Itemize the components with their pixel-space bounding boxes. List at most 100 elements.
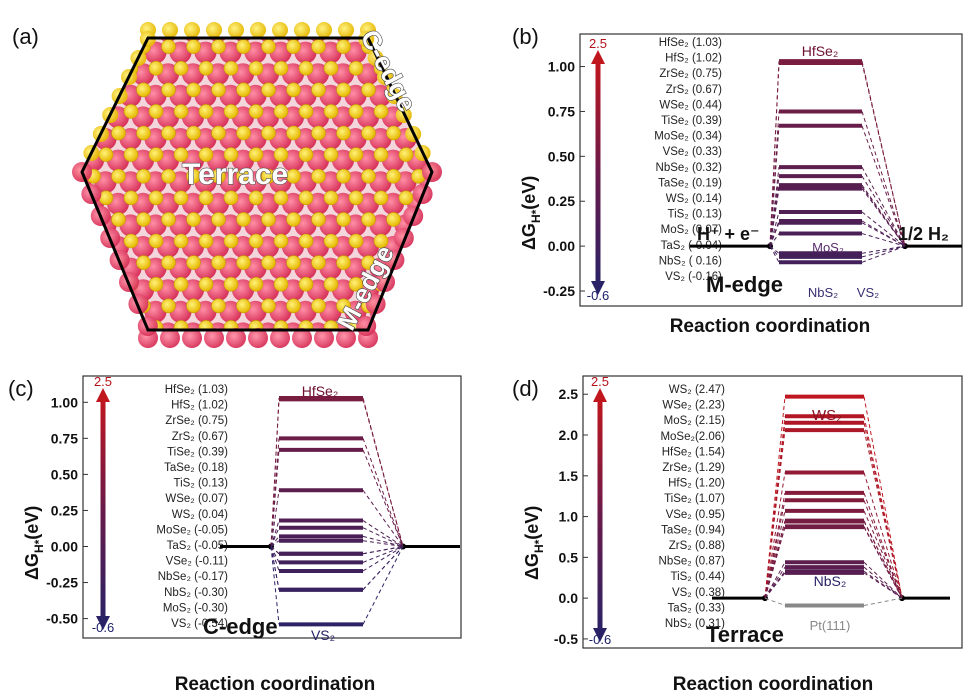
panel-c-yticks: 1.000.750.500.250.00-0.25-0.50 <box>46 394 88 627</box>
panel-c-legend: HfSe₂ (1.03)HfS₂ (1.02)ZrSe₂ (0.75)ZrS₂ … <box>156 384 228 630</box>
energy-level-bar-connector-left <box>769 220 780 247</box>
energy-level-bar-connector-left <box>270 527 280 547</box>
colorbar-arrow-up <box>96 388 110 402</box>
panel-d-levels <box>712 394 950 608</box>
legend-entry: MoSe₂ (-0.05) <box>156 524 228 536</box>
colorbar-max-label: 2.5 <box>589 36 607 51</box>
panel-a: (a) C-edge Terrace M-edge <box>12 22 442 348</box>
legend-entry: VSe₂ (0.95) <box>666 509 726 521</box>
legend-entry: TiS₂ (0.13) <box>667 209 722 221</box>
ytick-label: 0.5 <box>559 549 579 565</box>
ytick-label: 0.50 <box>548 148 575 164</box>
atomic-lattice-image <box>72 22 442 348</box>
colorbar-gradient <box>595 60 601 285</box>
panel-d-corner-label: Terrace <box>706 622 784 647</box>
legend-entry: TaSe₂ (0.18) <box>164 462 228 474</box>
ytick-label: 1.00 <box>51 394 78 410</box>
panel-d-frame <box>582 375 963 649</box>
colorbar-max-label: 2.5 <box>591 374 609 389</box>
energy-level-bar-connector-right <box>861 111 906 247</box>
legend-entry: TiS₂ (0.44) <box>670 571 725 583</box>
ytick-label: -0.5 <box>554 631 578 647</box>
legend-entry: HfSe₂ (1.03) <box>659 37 722 49</box>
energy-level-bar-connector-left <box>764 521 786 599</box>
colorbar-arrow-down <box>591 281 605 295</box>
energy-level-bar-connector-right <box>861 166 906 247</box>
legend-entry: WSe₂ (0.44) <box>659 99 722 111</box>
legend-entry: NbS₂ ( 0.16) <box>659 255 722 267</box>
energy-level-bar-connector-right <box>362 489 404 547</box>
legend-entry: MoS₂ (0.07) <box>661 224 723 236</box>
panel-d-label: (d) <box>512 376 539 401</box>
energy-level-bar-connector-left <box>270 540 280 547</box>
energy-level-bar-connector-left <box>270 449 280 547</box>
legend-entry: NbSe₂ (0.32) <box>656 162 723 174</box>
reference-level-bar-connector-right <box>863 597 903 606</box>
energy-level-bar-connector-left <box>769 245 780 263</box>
legend-entry: ZrSe₂ (0.75) <box>165 415 228 427</box>
legend-entry: VS₂ (-0.54) <box>171 618 228 630</box>
energy-level-bar-connector-right <box>861 62 906 247</box>
panel-d-legend: WS₂ (2.47)WSe₂ (2.23)MoS₂ (2.15)MoSe₂(2.… <box>659 384 726 630</box>
energy-level-bar-connector-left <box>769 222 780 247</box>
panel-b-levels <box>690 59 962 265</box>
panel-c-label: (c) <box>8 376 34 401</box>
ytick-label: 0.75 <box>548 103 575 119</box>
legend-entry: TiSe₂ (0.39) <box>167 446 228 458</box>
legend-entry: VS₂ (0.38) <box>672 587 725 599</box>
energy-level-bar-connector-right <box>861 245 906 263</box>
energy-level-bar-connector-right <box>863 572 903 599</box>
energy-level-bar-connector-left <box>270 536 280 547</box>
energy-level-bar-connector-right <box>863 561 903 599</box>
energy-level-bar-connector-left <box>270 490 280 547</box>
legend-entry: TiSe₂ (1.07) <box>664 493 725 505</box>
panel-c-frame <box>82 375 462 639</box>
energy-level-bar-connector-right <box>861 125 906 247</box>
panel-c-xlabel: Reaction coordination <box>175 674 376 695</box>
panel-d: (d) ΔGH*(eV) Reaction coordination 2.52.… <box>512 374 963 695</box>
legend-entry: WS₂ (0.14) <box>666 193 722 205</box>
ytick-label: 0.50 <box>51 466 78 482</box>
legend-entry: NbS₂ (-0.30) <box>164 587 228 599</box>
panel-d-ann-pt111: Pt(111) <box>810 618 851 633</box>
energy-level-bar-connector-left <box>764 396 786 599</box>
energy-level-bar-connector-left <box>764 570 786 599</box>
legend-entry: TiS₂ (0.13) <box>173 478 228 490</box>
legend-entry: MoSe₂(2.06) <box>660 431 725 443</box>
panel-c-colorbar: 2.5-0.6 <box>92 374 114 635</box>
panel-b-xlabel: Reaction coordination <box>670 316 871 337</box>
panel-c: (c) ΔGH*(eV) Reaction coordination 1.000… <box>8 374 462 695</box>
energy-level-bar-connector-right <box>861 220 906 247</box>
energy-level-bar-connector-right <box>863 500 903 599</box>
panel-d-top-label: WS₂ <box>812 407 842 424</box>
energy-level-bar-connector-right <box>861 233 906 247</box>
energy-level-bar-connector-right <box>861 245 906 254</box>
legend-entry: ZrS₂ (0.88) <box>669 540 725 552</box>
ytick-label: 2.5 <box>559 386 579 402</box>
panel-b-corner-label: M-edge <box>706 272 783 297</box>
legend-entry: HfS₂ (1.02) <box>171 400 228 412</box>
energy-level-bar-connector-left <box>764 566 786 599</box>
energy-level-bar-connector-right <box>362 438 404 547</box>
ytick-label: 0.0 <box>559 590 579 606</box>
energy-level-bar-connector-left <box>769 167 780 247</box>
legend-entry: TaS₂ (-0.05) <box>167 540 229 552</box>
legend-entry: NbS₂ (0.31) <box>665 618 725 630</box>
legend-entry: WSe₂ (2.23) <box>662 400 725 412</box>
energy-level-bar-connector-right <box>861 184 906 247</box>
ytick-label: 1.00 <box>548 59 575 75</box>
reference-level-bar-connector-left <box>764 597 786 606</box>
panel-b-frame <box>579 33 963 307</box>
panel-b-label: (b) <box>512 24 539 49</box>
energy-level-bar-connector-left <box>769 188 780 247</box>
panel-b-ann-nbs2: NbS₂ <box>808 285 838 300</box>
energy-level-bar-connector-right <box>863 472 903 599</box>
energy-level-bar-connector-left <box>769 125 780 247</box>
panel-b: (b) ΔGH*(eV) Reaction coordination 1.000… <box>512 24 963 337</box>
ytick-label: -0.25 <box>46 575 78 591</box>
panel-c-top-label: HfSe₂ <box>302 383 339 399</box>
energy-level-bar-connector-right <box>861 211 906 247</box>
legend-entry: HfSe₂ (1.54) <box>662 446 725 458</box>
legend-entry: TaSe₂ (0.19) <box>658 177 722 189</box>
legend-entry: NbSe₂ (0.87) <box>659 556 726 568</box>
